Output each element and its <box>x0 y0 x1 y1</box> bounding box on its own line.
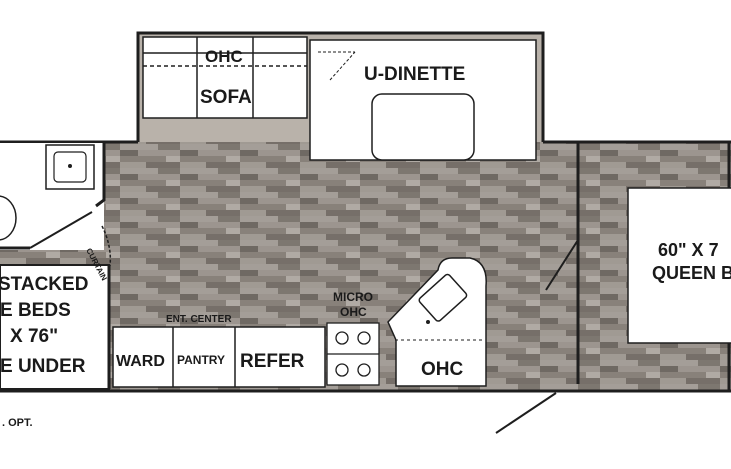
bunk-label-line3: X 76" <box>10 326 58 347</box>
sofa-ohc-label: OHC <box>205 47 243 66</box>
entry-door <box>495 392 557 434</box>
micro-ohc-label: OHC <box>340 305 367 319</box>
pantry-label: PANTRY <box>177 353 225 367</box>
queen-bed <box>627 187 731 344</box>
bed-size-label: 60" X 7 <box>658 240 719 260</box>
ward-label: WARD <box>116 353 165 370</box>
bunk-label-line4: E UNDER <box>0 356 86 377</box>
sofa <box>142 36 308 119</box>
bunk-room <box>0 264 111 390</box>
micro-label: MICRO <box>333 290 373 304</box>
bedroom-door <box>545 239 579 291</box>
bunk-label-line1: STACKED <box>0 274 88 295</box>
u-dinette <box>309 39 537 161</box>
bathroom <box>0 143 106 250</box>
option-note: . OPT. <box>2 417 33 429</box>
refer-label: REFER <box>240 351 305 372</box>
bunk-label-line2: E BEDS <box>0 300 71 321</box>
kitchen-sink <box>418 273 468 322</box>
kitchen-ohc-label: OHC <box>421 359 464 380</box>
sofa-label: SOFA <box>200 87 252 108</box>
stove <box>326 322 380 386</box>
dinette-label: U-DINETTE <box>364 64 465 85</box>
toilet <box>0 195 17 241</box>
queen-bed-label: QUEEN B <box>652 263 731 283</box>
ent-center-label: ENT. CENTER <box>166 314 232 325</box>
storage-units <box>112 326 326 388</box>
curtain <box>101 225 112 267</box>
